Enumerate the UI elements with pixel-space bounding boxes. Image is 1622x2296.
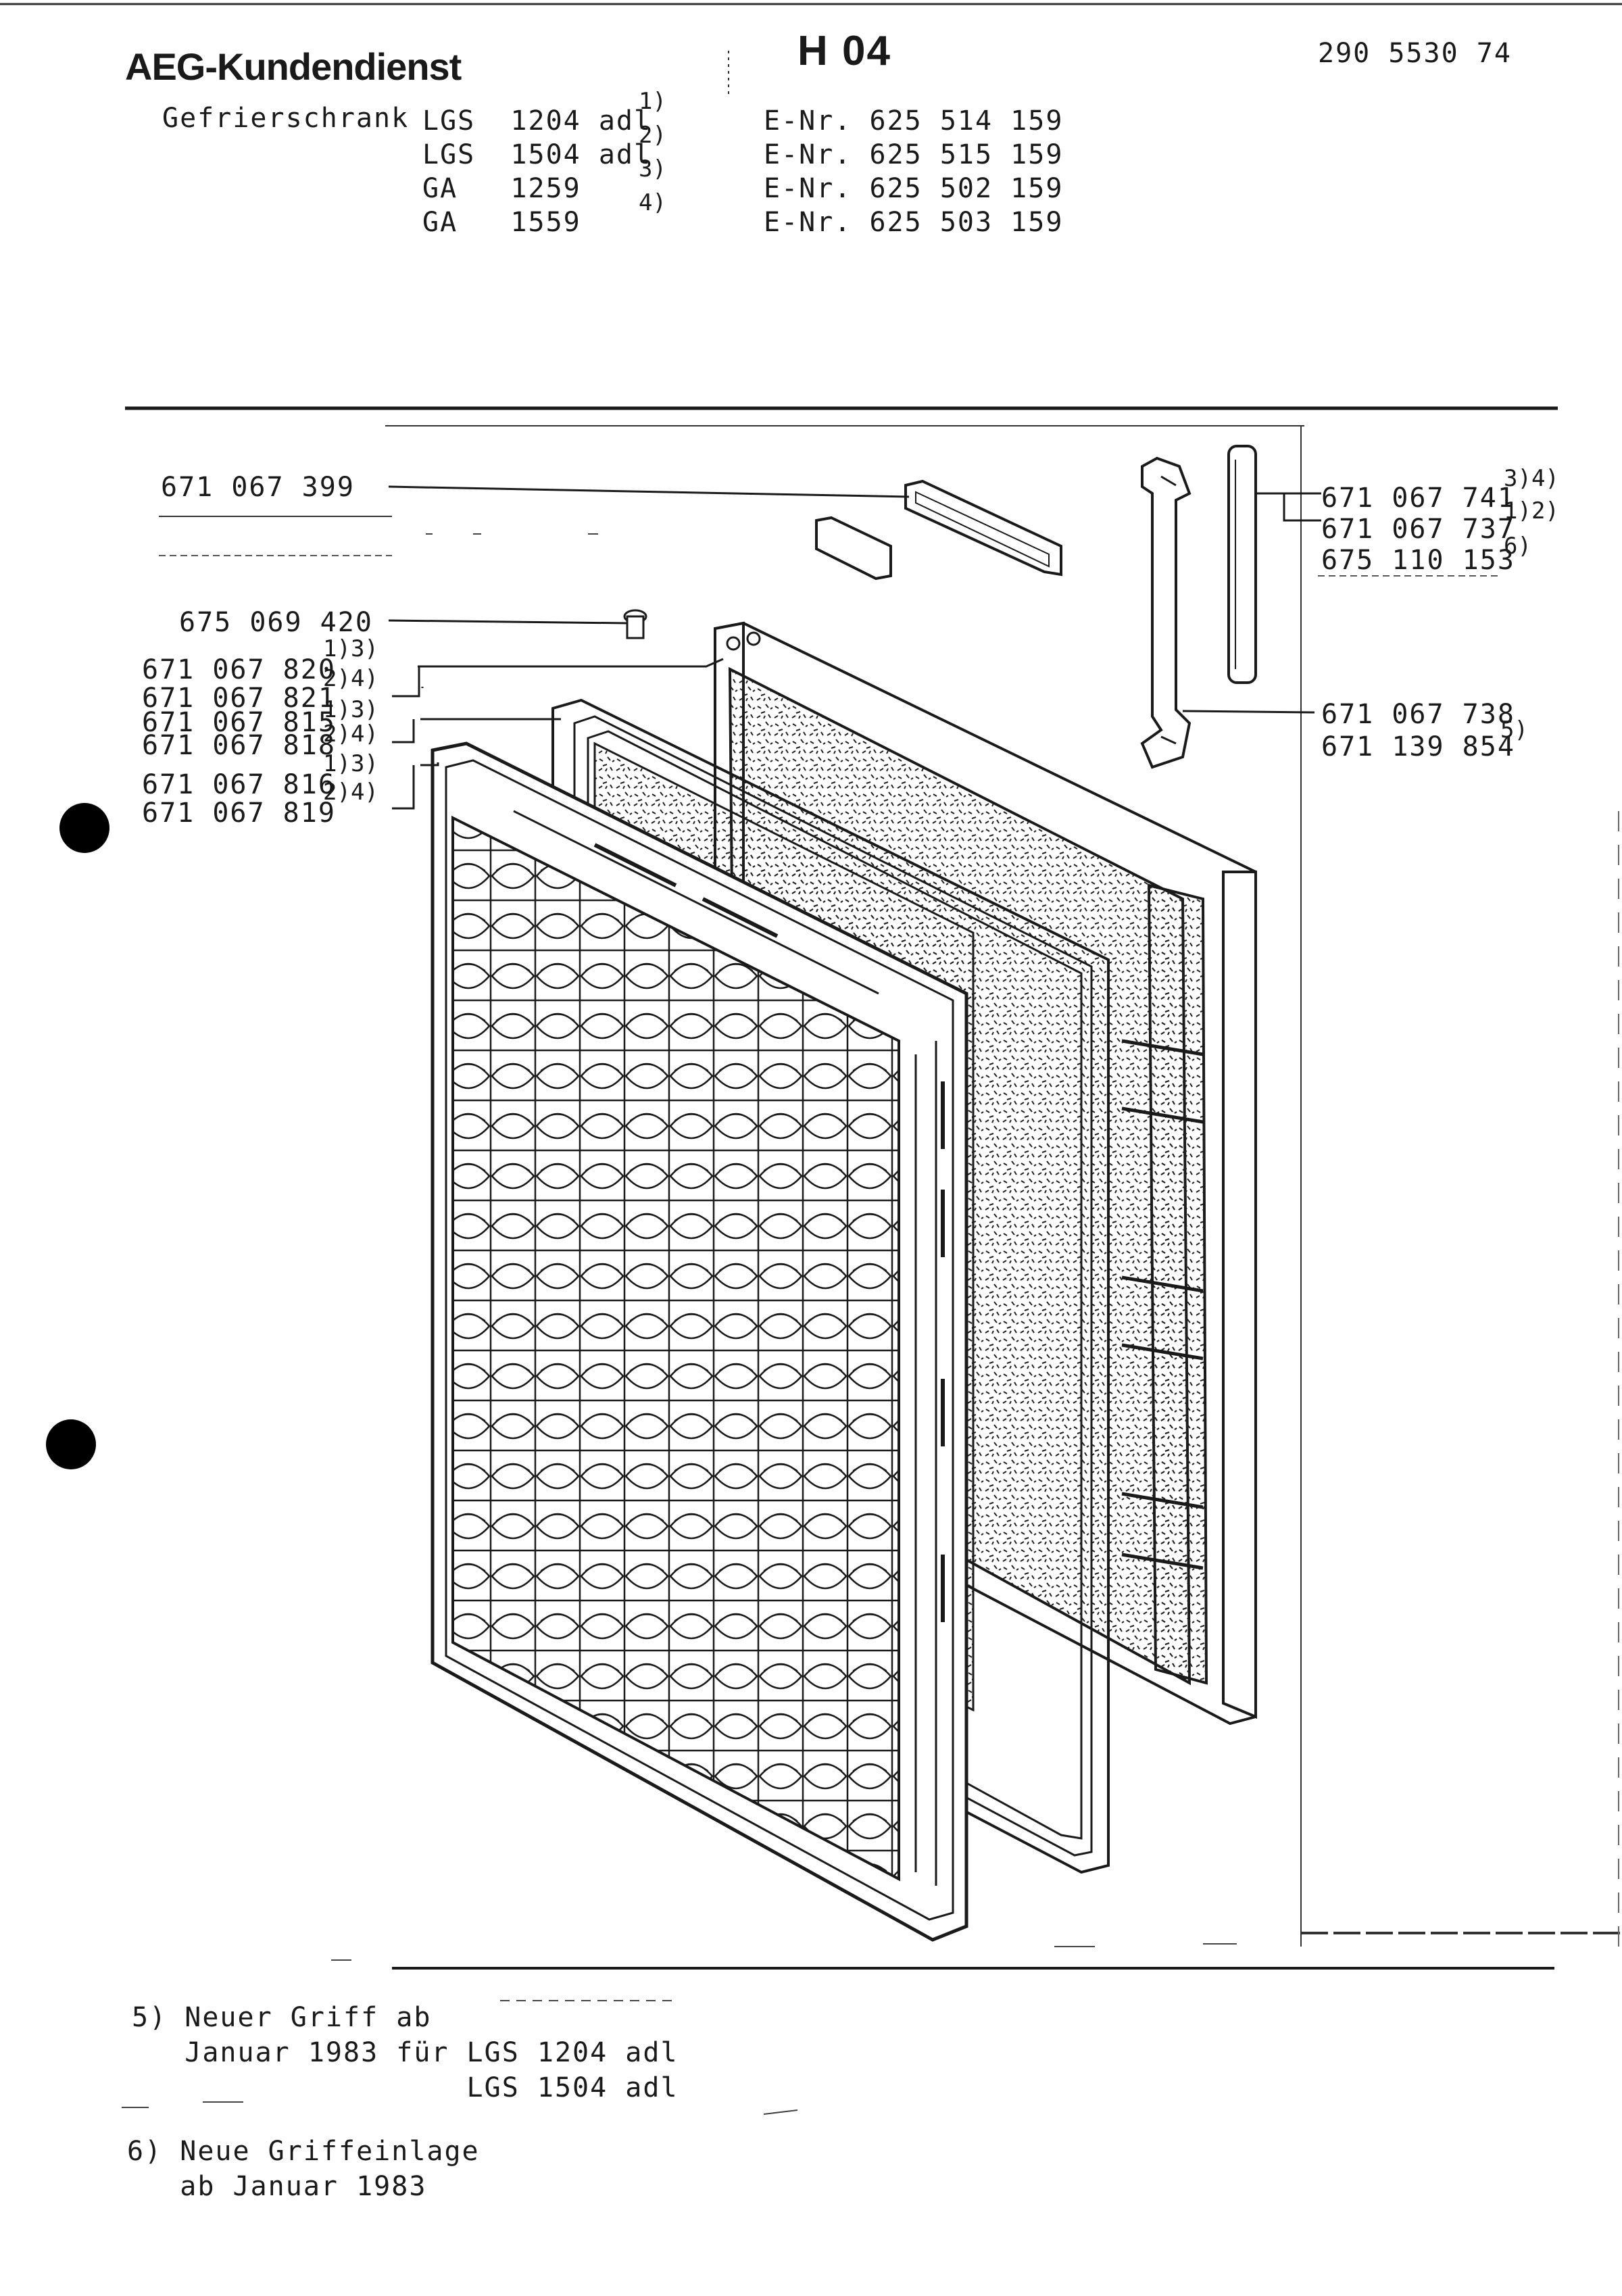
- scan-marks: [122, 533, 1237, 2115]
- enr-4: E-Nr. 625 503 159: [764, 207, 1064, 238]
- part-ref-671067741: 3)4): [1504, 465, 1559, 492]
- model-2: LGS 1504 adl: [422, 139, 652, 170]
- model-1: LGS 1204 adl: [422, 105, 652, 137]
- note-5-line2: Januar 1983 für LGS 1204 adl: [132, 2037, 679, 2068]
- part-ref-671067737: 1)2): [1504, 497, 1559, 524]
- note-5-line1: 5) Neuer Griff ab: [132, 2002, 432, 2033]
- part-label-671067741: 671 067 741: [1321, 483, 1515, 514]
- model-ref-1: 1): [639, 88, 666, 115]
- screw-part: [623, 609, 647, 639]
- model-ref-2: 2): [639, 122, 666, 149]
- part-label-671139854: 671 139 854: [1321, 731, 1515, 762]
- note-5-line3: LGS 1504 adl: [132, 2072, 679, 2103]
- part-ref-671067738: 5): [1500, 716, 1528, 743]
- part-label-671067818: 671 067 818: [142, 730, 336, 761]
- model-ref-4: 4): [639, 189, 666, 216]
- model-3: GA 1259: [422, 173, 581, 204]
- part-ref-671067820: 1)3): [323, 635, 378, 662]
- part-label-671067738: 671 067 738: [1321, 699, 1515, 730]
- part-label-671067737: 671 067 737: [1321, 514, 1515, 545]
- handle-insert-strip: [815, 479, 1062, 581]
- doc-number: 290 5530 74: [1318, 38, 1512, 69]
- part-ref-671067821: 2)4): [323, 665, 378, 692]
- enr-1: E-Nr. 625 514 159: [764, 105, 1064, 137]
- part-label-671067821: 671 067 821: [142, 683, 336, 714]
- part-label-671067816: 671 067 816: [142, 769, 336, 800]
- part-label-675110153: 675 110 153: [1321, 545, 1515, 576]
- enr-2: E-Nr. 625 515 159: [764, 139, 1064, 170]
- model-ref-3: 3): [639, 155, 666, 182]
- punch-hole-top: [59, 803, 109, 853]
- part-ref-671067818: 2)4): [323, 720, 378, 748]
- part-label-671067819: 671 067 819: [142, 798, 336, 829]
- part-label-671067815: 671 067 815: [142, 707, 336, 738]
- brand-title: AEG-Kundendienst: [125, 45, 462, 88]
- part-label-671067399: 671 067 399: [161, 472, 355, 503]
- handle-grip-insert: [1227, 445, 1257, 684]
- appliance-type: Gefrierschrank: [162, 103, 410, 134]
- part-label-675069420: 675 069 420: [179, 607, 373, 638]
- door-handle: [1140, 456, 1191, 769]
- part-ref-671067816: 1)3): [323, 750, 378, 777]
- punch-hole-bottom: [46, 1419, 96, 1469]
- part-ref-671067819: 2)4): [323, 779, 378, 806]
- sheet-code: H 04: [797, 28, 891, 74]
- note-6-line2: ab Januar 1983: [127, 2171, 427, 2202]
- leader-lines: [388, 485, 1321, 810]
- inner-door-liner: [431, 741, 968, 1942]
- part-label-671067820: 671 067 820: [142, 654, 336, 685]
- model-4: GA 1559: [422, 207, 581, 238]
- enr-3: E-Nr. 625 502 159: [764, 173, 1064, 204]
- part-ref-671067815: 1)3): [323, 696, 378, 723]
- note-6-line1: 6) Neue Griffeinlage: [127, 2136, 480, 2167]
- part-ref-675110153: 6): [1504, 533, 1531, 560]
